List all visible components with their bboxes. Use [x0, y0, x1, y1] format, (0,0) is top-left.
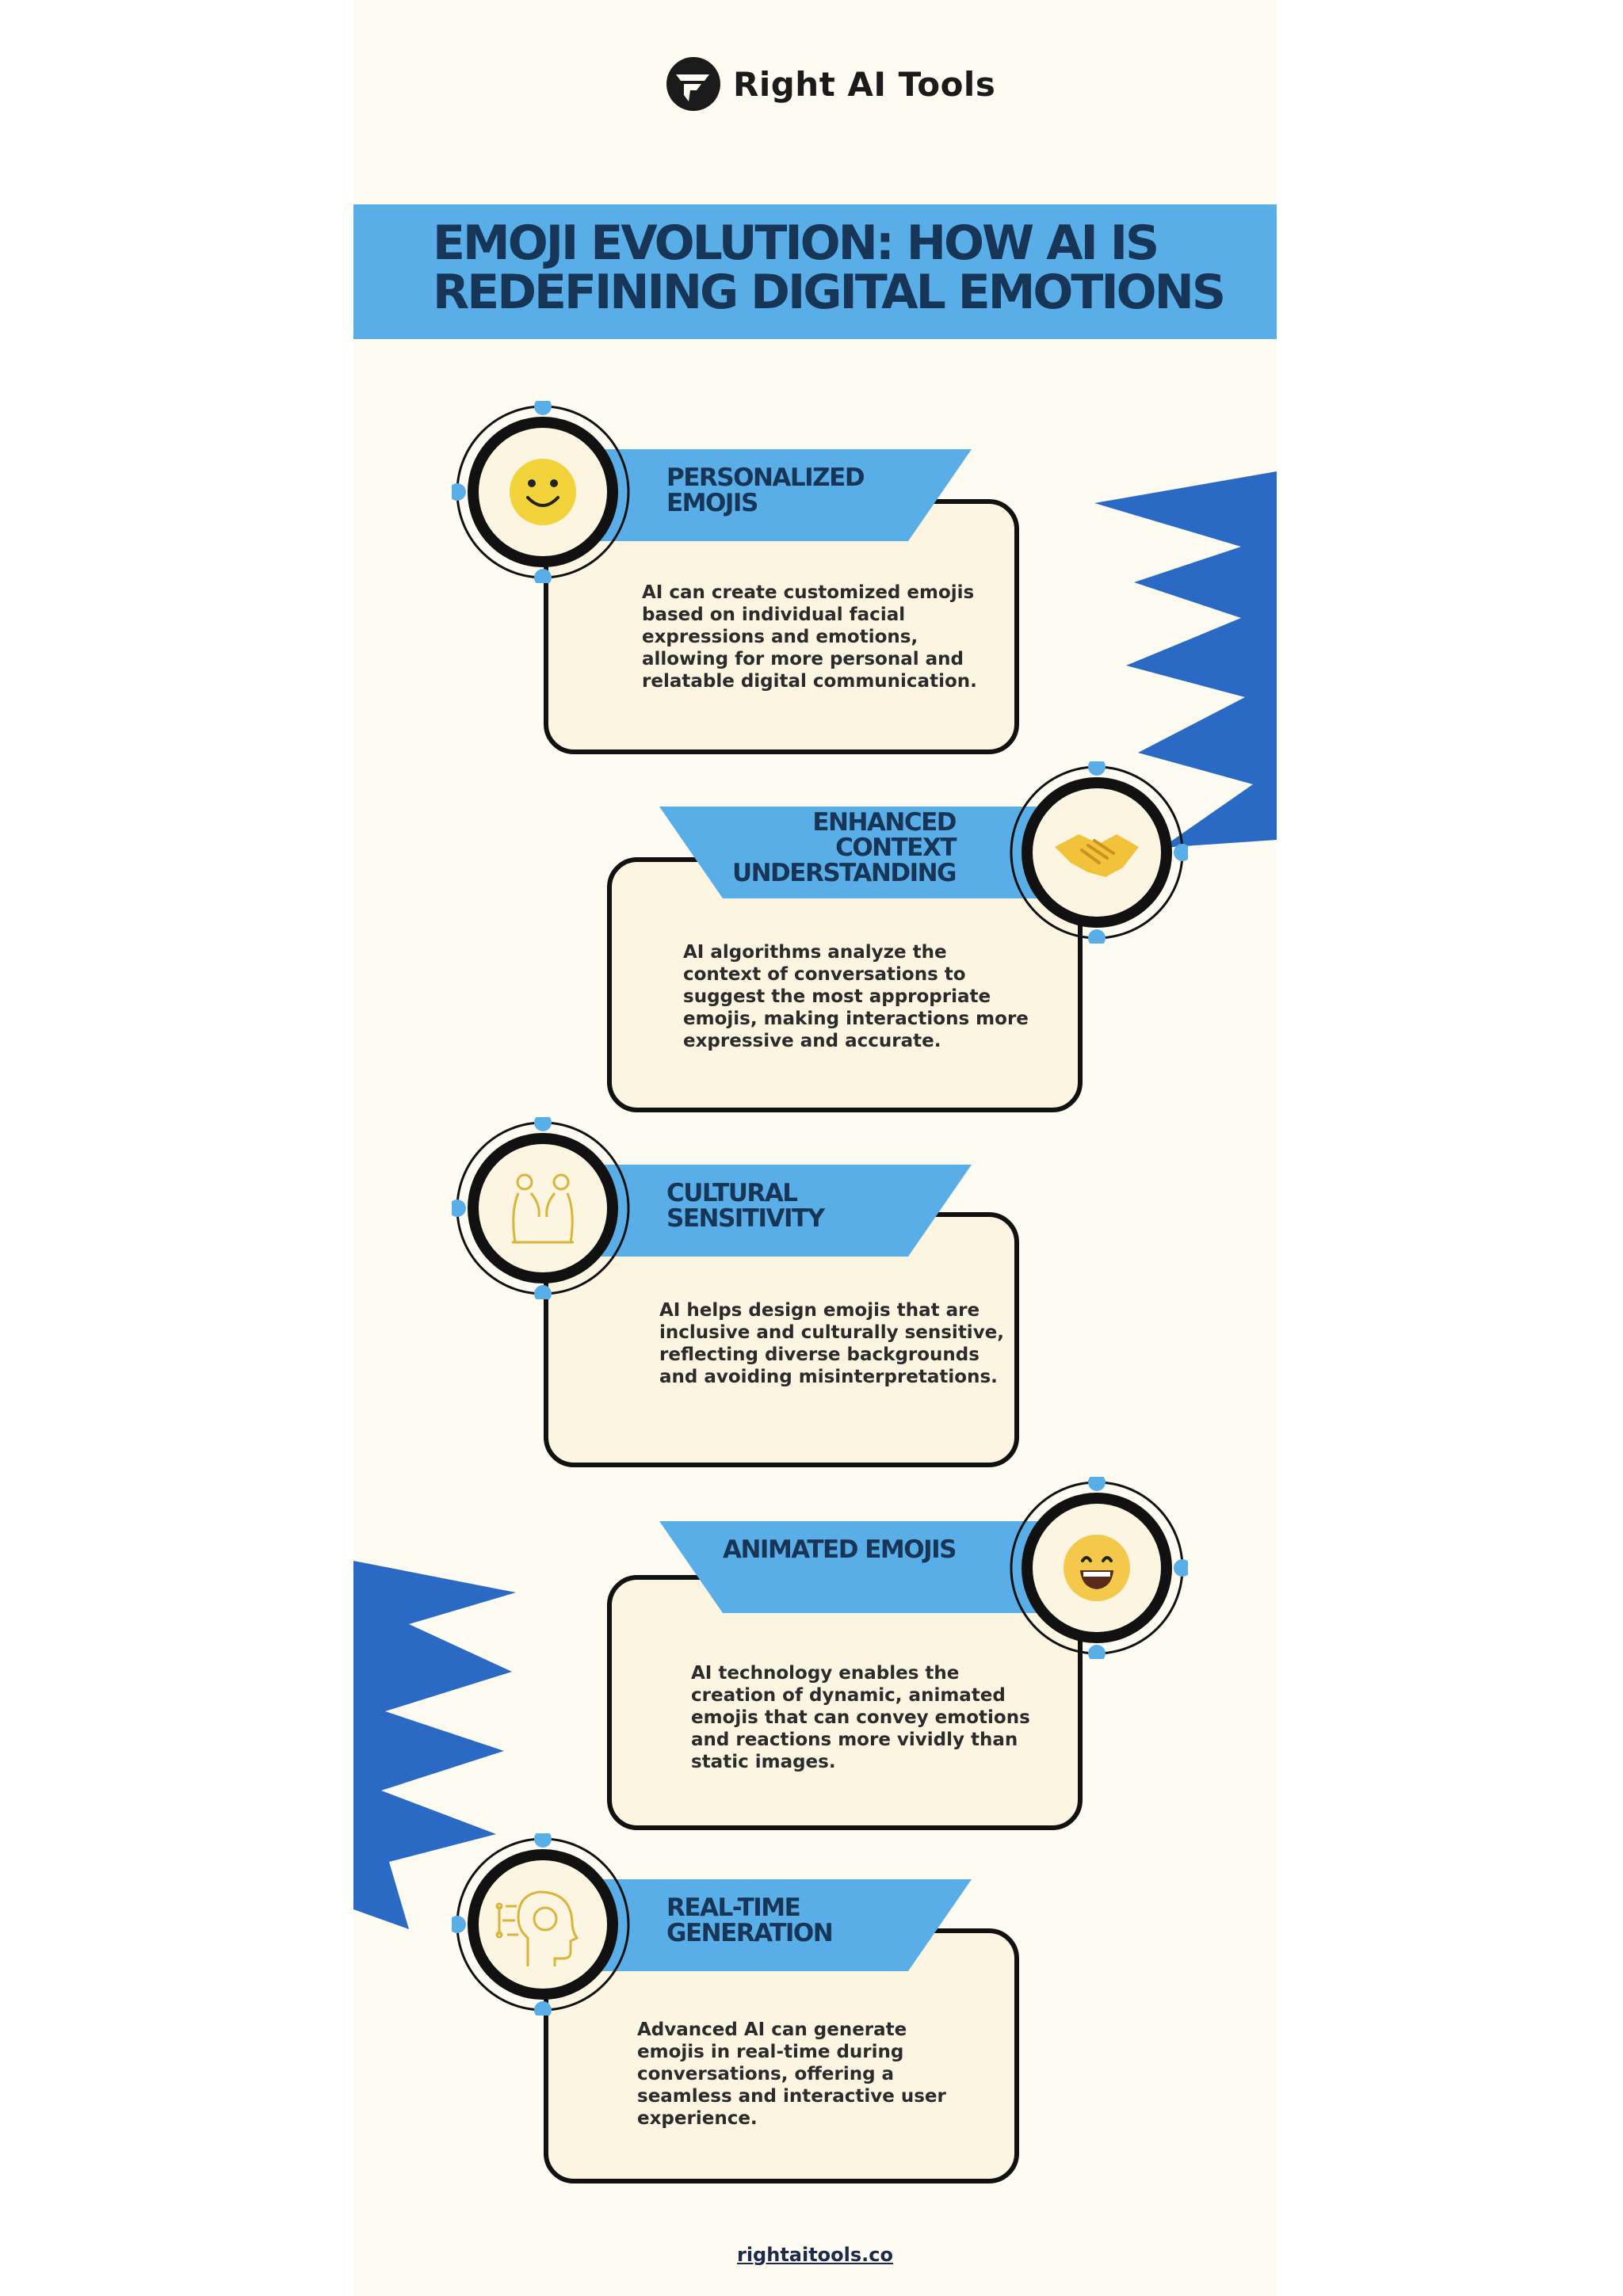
brand-name: Right AI Tools [733, 64, 996, 104]
card-description: AI can create customized emojis based on… [642, 582, 977, 692]
section-title: ANIMATED EMOJIS [722, 1535, 957, 1564]
card-enhanced-context: AI algorithms analyze the context of con… [607, 857, 1083, 1112]
handshake-icon [1055, 834, 1139, 877]
footer-link[interactable]: rightaitools.co [736, 2244, 893, 2266]
badge-enhanced-context [1010, 761, 1188, 944]
badge-real-time-generation [452, 1833, 630, 2016]
grinning-face-icon [1064, 1535, 1130, 1601]
banner-cultural-sensitivity: CULTURAL SENSITIVITY [591, 1165, 987, 1257]
section-title: PERSONALIZED EMOJIS [666, 463, 865, 517]
section-title: ENHANCED CONTEXT UNDERSTANDING [731, 808, 957, 887]
badge-personalized-emojis [452, 401, 630, 583]
banner-animated-emojis: ANIMATED EMOJIS [659, 1521, 1040, 1613]
smiley-face-icon [510, 459, 576, 525]
people-bowing-icon [512, 1173, 574, 1244]
card-description: AI technology enables the creation of dy… [691, 1663, 1030, 1772]
card-animated-emojis: AI technology enables the creation of dy… [607, 1575, 1083, 1830]
title-band: EMOJI EVOLUTION: HOW AI IS REDEFINING DI… [353, 204, 1277, 339]
badge-cultural-sensitivity [452, 1117, 630, 1299]
card-personalized-emojis: AI can create customized emojis based on… [544, 499, 1019, 754]
right-zigzag-decoration [1094, 471, 1277, 848]
banner-personalized-emojis: PERSONALIZED EMOJIS [591, 449, 987, 541]
card-description: Advanced AI can generate emojis in real-… [637, 2019, 946, 2129]
section-title: REAL-TIME GENERATION [666, 1894, 834, 1947]
page-title: EMOJI EVOLUTION: HOW AI IS REDEFINING DI… [433, 215, 1226, 320]
left-zigzag-decoration [353, 1561, 516, 1929]
card-description: AI algorithms analyze the context of con… [683, 942, 1029, 1051]
banner-enhanced-context: ENHANCED CONTEXT UNDERSTANDING [659, 807, 1040, 898]
card-description: AI helps design emojis that are inclusiv… [659, 1300, 1005, 1387]
ai-brain-head-icon [495, 1890, 579, 1966]
right-ai-tools-logo-icon [666, 57, 720, 111]
infographic-page: Right AI Tools EMOJI EVOLUTION: HOW AI I… [353, 0, 1277, 2296]
brand-logo: Right AI Tools [665, 55, 995, 113]
badge-animated-emojis [1010, 1477, 1188, 1659]
banner-real-time-generation: REAL-TIME GENERATION [591, 1879, 987, 1971]
section-title: CULTURAL SENSITIVITY [666, 1179, 825, 1233]
